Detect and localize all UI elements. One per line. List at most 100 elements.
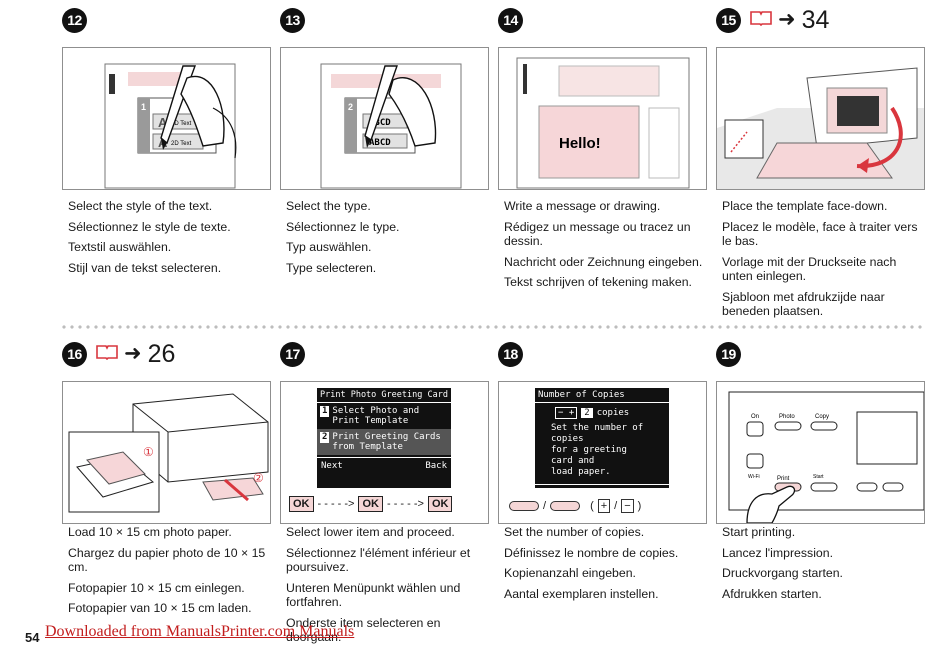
text-de: Fotopapier 10 × 15 cm einlegen. — [68, 580, 245, 595]
step-number: 14 — [498, 8, 523, 33]
step-illustration: Print Photo Greeting Card 1 Select Photo… — [280, 381, 489, 524]
step-header: 12 — [62, 8, 280, 46]
text-en: Load 10 × 15 cm photo paper. — [68, 525, 232, 539]
step-text: Place the template face-down. Placez le … — [722, 199, 930, 325]
panel-number: 1 — [141, 102, 146, 112]
text-fr: Rédigez un message ou tracez un dessin. — [504, 219, 691, 249]
step-16: 16 ➜ 26 ① ② Load 10 × 15 cm photo paper.… — [62, 340, 280, 615]
label-wifi: Wi-Fi — [748, 474, 760, 480]
text-nl: Onderste item selecteren en doorgaan. — [286, 615, 441, 645]
step-19: 19 On Photo Copy Wi-Fi Print Start Start… — [716, 342, 934, 601]
ok-sequence: OK - - - - -> OK - - - - -> OK — [289, 496, 453, 512]
step-14: 14 Hello! Write a message or drawing. Ré… — [498, 8, 716, 289]
menu-item-number: 1 — [320, 406, 330, 417]
text-fr: Sélectionnez le style de texte. — [68, 219, 231, 234]
step-illustration: 1 3D Text 2D Text A A — [62, 47, 271, 190]
section-divider — [60, 325, 926, 329]
lcd-next-label: Next — [321, 461, 343, 471]
lcd-settings-label: Settings — [621, 488, 665, 498]
hash-key-icon — [509, 501, 539, 511]
text-en: Set the number of copies. — [504, 525, 645, 539]
lcd-title: Number of Copies — [535, 388, 669, 403]
label-copy: Copy — [815, 414, 829, 420]
text-fr: Sélectionnez le type. — [286, 219, 400, 234]
step-text: Write a message or drawing. Rédigez un m… — [504, 199, 712, 296]
panel-number: 2 — [348, 102, 353, 112]
arrow-right-icon: ➜ — [124, 342, 142, 365]
text-nl: Type selecteren. — [286, 260, 377, 275]
text-de: Kopienanzahl eingeben. — [504, 566, 636, 580]
step-18: 18 Number of Copies − + 2 copies Set the… — [498, 342, 716, 601]
step-number: 12 — [62, 8, 87, 33]
dashed-arrow-icon: - - - - -> — [386, 498, 424, 510]
label-print: Print — [777, 476, 790, 482]
label-start: Start — [813, 474, 824, 480]
step-header: 17 — [280, 342, 498, 380]
step-text: Load 10 × 15 cm photo paper. Chargez du … — [68, 525, 276, 622]
menu-item-number: 2 — [320, 432, 330, 443]
card-label-2d: 2D Text — [171, 141, 192, 147]
callout-2: ② — [253, 471, 264, 485]
menu-item-line: Print Greeting Cards — [332, 432, 441, 442]
lcd-screen: Print Photo Greeting Card 1 Select Photo… — [317, 388, 451, 488]
step-illustration: ① ② — [62, 381, 271, 524]
label-on: On — [751, 414, 759, 420]
menu-item-line: Select Photo and — [332, 406, 420, 416]
message-line: Set the number of copies — [551, 423, 644, 444]
message-text: Hello! — [559, 135, 601, 152]
step-header: 16 ➜ 26 — [62, 340, 280, 380]
step-header: 19 — [716, 342, 934, 380]
message-line: for a greeting card and — [551, 445, 627, 466]
step-illustration: Hello! — [498, 47, 707, 190]
ok-button: OK — [427, 496, 453, 512]
type-sample-2: ABCD — [369, 138, 391, 148]
step-text: Set the number of copies. Définissez le … — [504, 525, 712, 607]
minus-plus-icon: − + — [555, 407, 578, 419]
text-nl: Stijl van de tekst selecteren. — [68, 260, 222, 275]
text-de: Unteren Menüpunkt wählen und fortfahren. — [286, 580, 461, 610]
step-illustration: On Photo Copy Wi-Fi Print Start — [716, 381, 925, 524]
plus-key: + — [597, 499, 611, 513]
step-number: 19 — [716, 342, 741, 367]
manual-book-icon — [96, 344, 118, 365]
step-header: 14 — [498, 8, 716, 46]
download-link[interactable]: Downloaded from ManualsPrinter.com Manua… — [45, 623, 355, 640]
step-text: Select the type. Sélectionnez le type. T… — [286, 199, 494, 281]
reference-page: 26 — [147, 340, 176, 368]
slash-text: / — [614, 500, 618, 512]
step-number: 13 — [280, 8, 305, 33]
page-reference: ➜ 34 — [750, 6, 829, 34]
text-en: Place the template face-down. — [722, 199, 888, 213]
text-nl: Sjabloon met afdrukzijde naar beneden pl… — [722, 289, 885, 319]
lcd-print-label: Print — [539, 488, 567, 498]
step-header: 13 — [280, 8, 498, 46]
type-sample-1: ABCD — [369, 118, 391, 128]
text-en: Start printing. — [722, 525, 796, 539]
callout-1: ① — [143, 445, 154, 459]
text-de: Vorlage mit der Druckseite nach unten ei… — [722, 254, 897, 284]
step-text: Start printing. Lancez l'impression. Dru… — [722, 525, 930, 607]
text-fr: Sélectionnez l'élément inférieur et pour… — [286, 545, 471, 575]
card-label-3d: 3D Text — [171, 121, 192, 127]
dashed-arrow-icon: - - - - -> — [317, 498, 355, 510]
step-text: Select lower item and proceed. Sélection… — [286, 525, 494, 651]
copies-value: 2 — [581, 408, 593, 418]
text-de: Nachricht oder Zeichnung eingeben. — [504, 254, 703, 269]
page-number: 54 — [25, 630, 40, 645]
text-de: Typ auswählen. — [286, 240, 372, 254]
message-line: load paper. — [551, 467, 611, 477]
text-en: Write a message or drawing. — [504, 199, 661, 213]
copies-label: copies — [596, 408, 630, 418]
step-text: Select the style of the text. Sélectionn… — [68, 199, 276, 281]
step-header: 18 — [498, 342, 716, 380]
text-de: Druckvorgang starten. — [722, 566, 843, 580]
text-fr: Lancez l'impression. — [722, 545, 834, 560]
step-17: 17 Print Photo Greeting Card 1 Select Ph… — [280, 342, 498, 644]
text-nl: Afdrukken starten. — [722, 586, 822, 601]
page-reference: ➜ 26 — [96, 340, 175, 368]
star-key-icon — [550, 501, 581, 511]
step-illustration — [716, 47, 925, 190]
key-hints: / ( + / − ) — [509, 499, 641, 513]
svg-text:A: A — [158, 115, 168, 130]
minus-key: − — [621, 499, 634, 513]
